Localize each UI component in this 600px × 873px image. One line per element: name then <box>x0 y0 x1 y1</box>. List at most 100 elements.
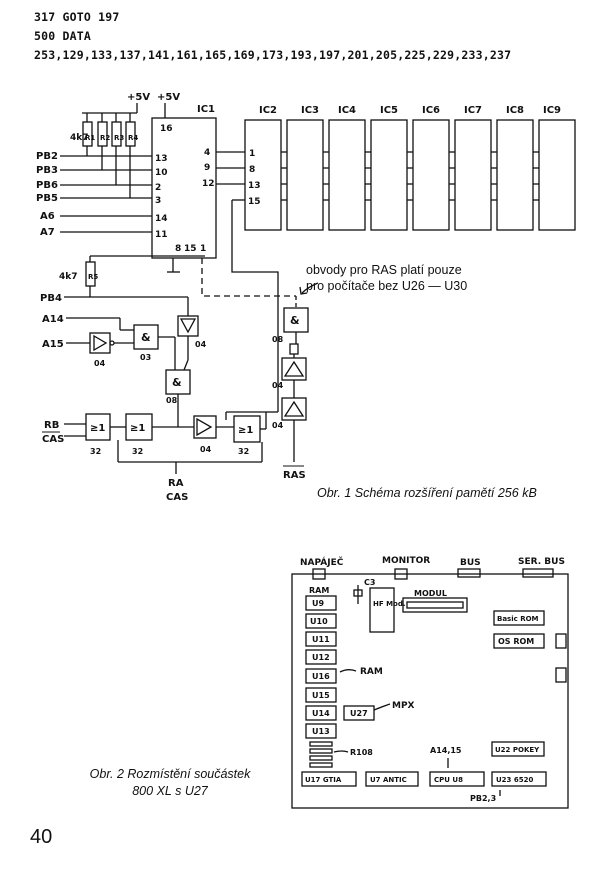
board-label: MPX <box>392 701 415 711</box>
signal-label: A7 <box>40 227 55 238</box>
page-number: 40 <box>30 826 53 848</box>
pin-number: 13 <box>248 181 261 191</box>
signal-label: PB6 <box>36 180 58 191</box>
gate-label: 04 <box>272 421 284 430</box>
ic-label: IC8 <box>506 105 524 116</box>
signal-label: RAS <box>283 470 306 481</box>
board-label: A14,15 <box>430 746 462 755</box>
resistor-name: R5 <box>88 273 98 281</box>
chip-label: U12 <box>312 653 330 662</box>
figure-1-caption: Obr. 1 Schéma rozšíření pamětí 256 kB <box>317 486 537 500</box>
signal-label: PB2 <box>36 151 58 162</box>
chip-label: U14 <box>312 709 330 718</box>
pin-number: 4 <box>204 148 210 158</box>
ic-label: IC4 <box>338 105 356 116</box>
ic-label: IC3 <box>301 105 319 116</box>
board-label: C3 <box>364 578 375 587</box>
pin-number: 10 <box>155 168 168 178</box>
signal-label: A14 <box>42 314 64 325</box>
pin-number: 14 <box>155 214 168 224</box>
figure-2-caption: Obr. 2 Rozmístění součástek 800 XL s U27 <box>64 766 276 800</box>
signal-label: PB5 <box>36 193 58 204</box>
ic-label: IC1 <box>197 104 215 115</box>
gate-symbol: ≥1 <box>238 425 253 436</box>
chip-label: U22 POKEY <box>495 746 540 754</box>
board-label: RAM <box>360 667 383 677</box>
ram-chip-row <box>244 119 576 231</box>
chip-label: U10 <box>310 617 328 626</box>
signal-label: A6 <box>40 211 55 222</box>
basic-listing: 317 GOTO 197 500 DATA 253,129,133,137,141,… <box>34 8 511 65</box>
listing-line: 253,129,133,137,141,161,165,169,173,193,… <box>34 48 512 62</box>
board-layout <box>291 568 569 809</box>
signal-label: PB4 <box>40 293 62 304</box>
resistor-name: R1 <box>85 134 95 142</box>
board-label: R108 <box>350 748 373 757</box>
chip-label: U16 <box>312 672 330 681</box>
ras-note: obvody pro RAS platí pouze pro počítače … <box>306 262 467 294</box>
chip-label: U27 <box>350 709 368 718</box>
ic-label: IC7 <box>464 105 482 116</box>
pin-number: 15 <box>248 197 261 207</box>
connector-label: SER. BUS <box>518 557 565 567</box>
pin-number: 2 <box>155 183 161 193</box>
signal-label: CAS <box>166 492 188 503</box>
ic-label: IC2 <box>259 105 277 116</box>
pin-number: 11 <box>155 230 168 240</box>
signal-label: RB <box>44 420 59 431</box>
pin-number: 8 <box>175 244 181 254</box>
ic-label: IC9 <box>543 105 561 116</box>
gate-label: 08 <box>166 396 178 405</box>
pin-number: 9 <box>204 163 210 173</box>
listing-line: 317 GOTO 197 <box>34 10 120 24</box>
resistor-name: R2 <box>100 134 110 142</box>
listing-line: 500 DATA <box>34 29 91 43</box>
signal-label: A15 <box>42 339 64 350</box>
board-label: HF Mod. <box>373 600 406 608</box>
signal-label: CAS <box>42 434 64 445</box>
chip-label: U13 <box>312 727 330 736</box>
connector-label: BUS <box>460 558 481 568</box>
gate-symbol: & <box>290 314 300 327</box>
resistor-name: R4 <box>128 134 138 142</box>
pin-number: 1 <box>200 244 206 254</box>
resistor-value: 4k7 <box>59 272 78 282</box>
pin-number: 12 <box>202 179 215 189</box>
gate-label: 04 <box>200 445 212 454</box>
chip-label: CPU U8 <box>434 776 463 784</box>
signal-label: PB3 <box>36 165 58 176</box>
chip-label: U9 <box>312 599 324 608</box>
board-label: RAM <box>309 586 329 595</box>
caption-line: 800 XL s U27 <box>132 784 208 798</box>
pin-number: 15 <box>184 244 197 254</box>
connector-label: MONITOR <box>382 556 430 566</box>
gate-label: 03 <box>140 353 151 362</box>
gate-label: 32 <box>238 447 249 456</box>
board-label: OS ROM <box>498 637 534 646</box>
chip-label: U15 <box>312 691 330 700</box>
signal-label: RA <box>168 478 184 489</box>
chip-label: U11 <box>312 635 330 644</box>
gate-label: 32 <box>132 447 143 456</box>
supply-label: +5V <box>157 92 180 103</box>
resistor-name: R3 <box>114 134 124 142</box>
pin-number: 1 <box>249 149 255 159</box>
gate-symbol: ≥1 <box>90 423 105 434</box>
connector-label: NAPÁJEČ <box>300 556 344 568</box>
board-label: PB2,3 <box>470 794 496 803</box>
note-line: obvody pro RAS platí pouze <box>306 263 462 277</box>
gate-label: 32 <box>90 447 101 456</box>
gate-label: 04 <box>94 359 106 368</box>
gate-symbol: & <box>141 331 151 344</box>
board-label: Basic ROM <box>497 615 539 623</box>
chip-label: U17 GTIA <box>305 776 342 784</box>
ic-label: IC6 <box>422 105 440 116</box>
ic-label: IC5 <box>380 105 398 116</box>
pin-number: 13 <box>155 154 168 164</box>
supply-label: +5V <box>127 92 150 103</box>
pin-number: 16 <box>160 124 173 134</box>
pin-number: 8 <box>249 165 255 175</box>
board-label: MODUL <box>414 589 447 598</box>
gate-symbol: ≥1 <box>130 423 145 434</box>
